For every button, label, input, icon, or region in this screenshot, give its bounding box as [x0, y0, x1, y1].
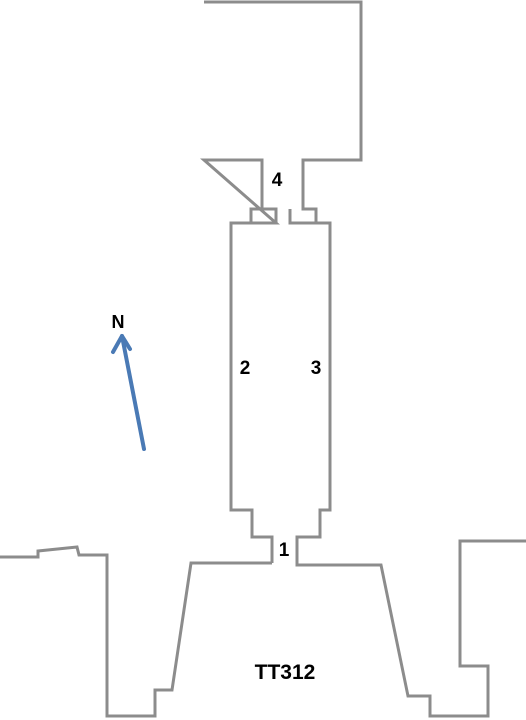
room-4-walls [200, 0, 363, 225]
room-4-passage-left [260, 160, 278, 223]
courtyard-walls-right [295, 539, 526, 718]
room-label-1: 1 [279, 540, 290, 561]
room-label-3: 3 [311, 358, 322, 379]
room-label-4: 4 [272, 170, 283, 191]
north-arrow-icon [111, 334, 146, 451]
courtyard-walls [0, 545, 272, 718]
corridor-walls [229, 221, 332, 563]
tomb-id-label: TT312 [255, 661, 316, 684]
north-label: N [112, 312, 125, 332]
room-label-2: 2 [240, 358, 251, 379]
